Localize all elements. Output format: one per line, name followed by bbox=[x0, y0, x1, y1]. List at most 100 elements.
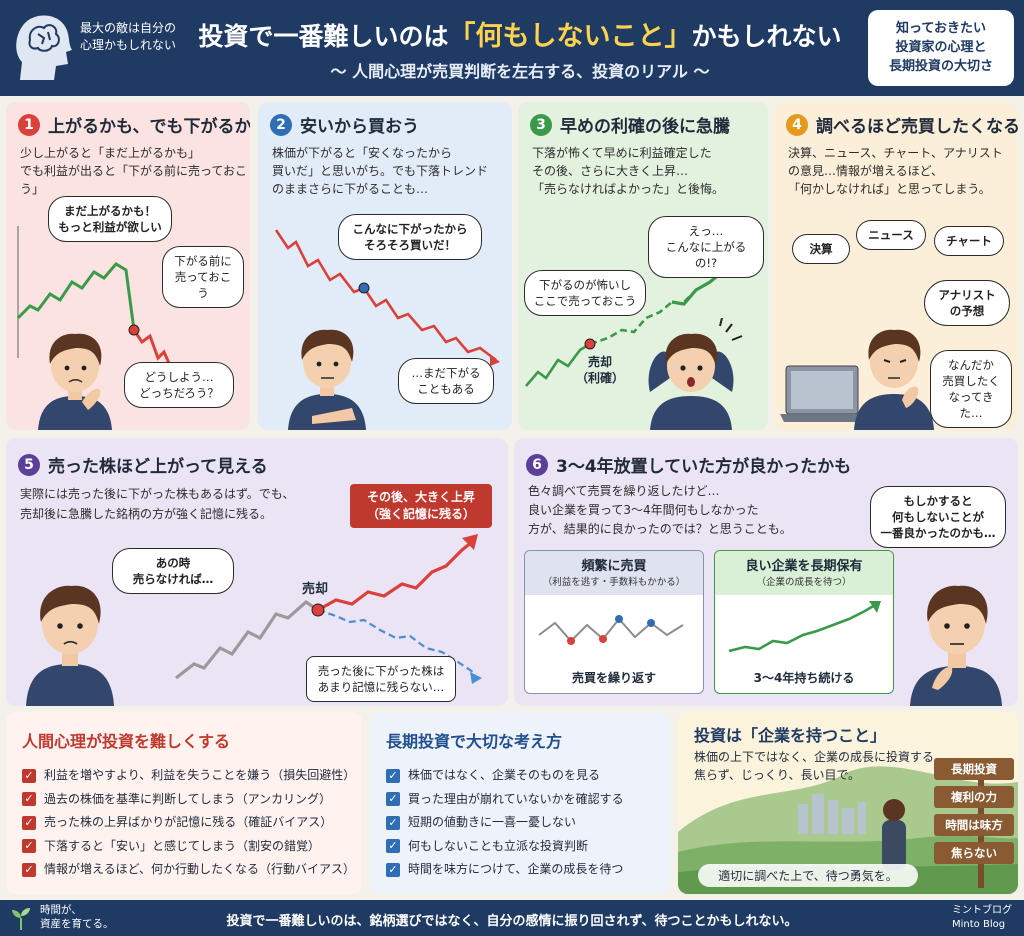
check-icon: ✓ bbox=[386, 768, 400, 783]
sign-board: 時間は味方 bbox=[934, 814, 1014, 836]
speech-bubble: なんだか売買したくなってきた… bbox=[930, 350, 1012, 428]
price-chart bbox=[175, 534, 482, 684]
price-chart bbox=[274, 229, 500, 366]
panel-text: 株価が下がると「安くなったから買いだ」と思いがち。でも下落トレンドのままさらに下… bbox=[272, 146, 489, 196]
thinking-man-icon bbox=[854, 329, 934, 430]
panel-text: 少し上がると「まだ上がるかも」でも利益が出ると「下がる前に売っておこう」 bbox=[20, 146, 248, 196]
number-badge: 4 bbox=[786, 113, 808, 136]
list-item: ✓何もしないことも立派な投資判断 bbox=[386, 835, 624, 859]
speech-bubble: 下がる前に売っておこう bbox=[162, 246, 244, 308]
thought-cloud: 決算 bbox=[792, 234, 850, 264]
check-icon: ✓ bbox=[22, 839, 36, 854]
page-subtitle: 〜 人間心理が売買判断を左右する、投資のリアル 〜 bbox=[330, 62, 710, 81]
sign-board: 複利の力 bbox=[934, 786, 1014, 808]
signpost: 長期投資 複利の力 時間は味方 焦らない bbox=[934, 758, 1014, 864]
card-long-term-holding: 良い企業を長期保有 （企業の成長を待つ） 3〜4年持ち続ける bbox=[714, 550, 894, 694]
speech-bubble: …まだ下がることもある bbox=[398, 358, 494, 404]
checklist: ✓利益を増やすより、利益を失うことを嫌う（損失回避性） ✓過去の株価を基準に判断… bbox=[22, 764, 355, 882]
list-item: ✓売った株の上昇ばかりが記憶に残る（確証バイアス） bbox=[22, 811, 355, 835]
number-badge: 2 bbox=[270, 113, 292, 136]
thinking-man-icon bbox=[288, 329, 366, 430]
sign-board: 長期投資 bbox=[934, 758, 1014, 780]
speech-bubble: まだ上がるかも！もっと利益が欲しい bbox=[48, 196, 172, 242]
number-badge: 3 bbox=[530, 113, 552, 136]
sprout-icon bbox=[12, 908, 30, 930]
card-frequent-trading: 頻繁に売買 （利益を逃す・手数料もかかる） 売買を繰り返す bbox=[524, 550, 704, 694]
checklist: ✓株価ではなく、企業そのものを見る ✓買った理由が崩れていないかを確認する ✓短… bbox=[386, 764, 624, 882]
box-owning-companies: 投資は「企業を持つこと」 株価の上下ではなく、企業の成長に投資する。焦らず、じっ… bbox=[678, 712, 1018, 894]
number-badge: 1 bbox=[18, 113, 40, 136]
regretful-man-icon bbox=[26, 585, 114, 706]
check-icon: ✓ bbox=[386, 862, 400, 877]
list-item: ✓時間を味方につけて、企業の成長を待つ bbox=[386, 858, 624, 882]
box-long-term-mindset: 長期投資で大切な考え方 ✓株価ではなく、企業そのものを見る ✓買った理由が崩れて… bbox=[370, 712, 670, 894]
thought-cloud: アナリストの予想 bbox=[924, 280, 1010, 326]
page-title: 投資で一番難しいのは「何もしないこと」かもしれない bbox=[198, 21, 842, 52]
thought-cloud: チャート bbox=[934, 226, 1004, 256]
speech-bubble: 下がるのが怖いしここで売っておこう bbox=[524, 270, 646, 316]
sell-label: 売却 bbox=[302, 582, 329, 597]
list-item: ✓利益を増やすより、利益を失うことを嫌う（損失回避性） bbox=[22, 764, 355, 788]
footer: 時間が、資産を育てる。 投資で一番難しいのは、銘柄選びではなく、自分の感情に振り… bbox=[0, 900, 1024, 936]
caption: 適切に調べた上で、待つ勇気を。 bbox=[698, 864, 918, 887]
list-item: ✓情報が増えるほど、何か行動したくなる（行動バイアス） bbox=[22, 858, 355, 882]
check-icon: ✓ bbox=[386, 792, 400, 807]
box-text: 株価の上下ではなく、企業の成長に投資する。焦らず、じっくり、長い目で。 bbox=[694, 750, 947, 782]
check-icon: ✓ bbox=[386, 815, 400, 830]
check-icon: ✓ bbox=[22, 815, 36, 830]
panel-text: 色々調べて売買を繰り返したけど…良い企業を買って3〜4年間何もしなかった方が、結… bbox=[528, 484, 792, 536]
speech-bubble: 売った後に下がった株はあまり記憶に残らない… bbox=[306, 656, 456, 702]
thought-cloud: ニュース bbox=[856, 220, 926, 250]
number-badge: 6 bbox=[526, 453, 548, 476]
panel-text: 実際には売った後に下がった株もあるはず。でも、売却後に急騰した銘柄の方が強く記憶… bbox=[20, 487, 295, 521]
price-chart bbox=[16, 226, 174, 372]
footer-motto: 時間が、資産を育てる。 bbox=[40, 904, 114, 930]
footer-message: 投資で一番難しいのは、銘柄選びではなく、自分の感情に振り回されず、待つことかもし… bbox=[226, 914, 798, 929]
box-title: 長期投資で大切な考え方 bbox=[386, 732, 563, 751]
box-title: 投資は「企業を持つこと」 bbox=[694, 726, 887, 745]
list-item: ✓株価ではなく、企業そのものを見る bbox=[386, 764, 624, 788]
shocked-man-icon bbox=[648, 318, 743, 430]
box-psychology: 人間心理が投資を難しくする ✓利益を増やすより、利益を失うことを嫌う（損失回避性… bbox=[6, 712, 362, 894]
panel-text: 決算、ニュース、チャート、アナリストの意見…情報が増えるほど、「何かしなければ」… bbox=[788, 146, 1003, 196]
title-highlight: 「何もしないこと」 bbox=[448, 21, 692, 52]
panel-text: 下落が怖くて早めに利益確定したその後、さらに大きく上昇…「売らなければよかった」… bbox=[532, 146, 725, 196]
list-item: ✓買った理由が崩れていないかを確認する bbox=[386, 788, 624, 812]
speech-bubble: もしかすると何もしないことが一番良かったのかも… bbox=[870, 486, 1006, 548]
speech-bubble: えっ…こんなに上がるの!? bbox=[648, 216, 764, 278]
check-icon: ✓ bbox=[386, 839, 400, 854]
pondering-man-icon bbox=[910, 585, 1002, 706]
brain-head-icon bbox=[16, 15, 72, 81]
check-icon: ✓ bbox=[22, 862, 36, 877]
header-tag: 知っておきたい 投資家の心理と 長期投資の大切さ bbox=[868, 10, 1014, 86]
laptop-icon bbox=[780, 365, 868, 422]
uptrend-chart bbox=[728, 601, 881, 653]
sign-board: 焦らない bbox=[934, 842, 1014, 864]
speech-bubble: こんなに下がったからそろそろ買いだ！ bbox=[338, 214, 482, 260]
head-note: 最大の敵は自分の心理かもしれない bbox=[80, 21, 177, 52]
zigzag-chart bbox=[538, 615, 684, 645]
callout-badge: その後、大きく上昇（強く記憶に残る） bbox=[350, 484, 492, 528]
check-icon: ✓ bbox=[22, 768, 36, 783]
sell-label: 売却（利確） bbox=[576, 355, 625, 385]
header: 最大の敵は自分の心理かもしれない 投資で一番難しいのは「何もしないこと」かもしれ… bbox=[0, 0, 1024, 96]
number-badge: 5 bbox=[18, 453, 40, 476]
speech-bubble: どうしよう…どっちだろう？ bbox=[124, 362, 234, 408]
list-item: ✓短期の値動きに一喜一憂しない bbox=[386, 811, 624, 835]
speech-bubble: あの時売らなければ… bbox=[112, 548, 234, 594]
box-title: 人間心理が投資を難しくする bbox=[22, 732, 231, 751]
man-back-icon bbox=[882, 799, 906, 870]
